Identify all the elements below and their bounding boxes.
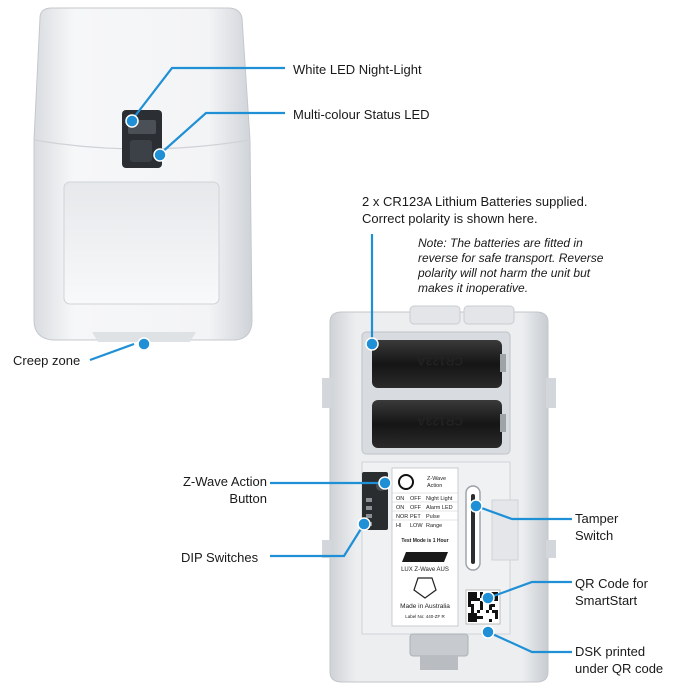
qr-module — [474, 598, 477, 601]
qr-module — [468, 613, 471, 616]
qr-module — [480, 616, 483, 619]
label-status-led: Multi-colour Status LED — [293, 107, 430, 122]
qr-module — [474, 592, 477, 595]
qr-module — [492, 604, 495, 607]
sticker-label-no: Label No: 440-ZF R — [405, 614, 445, 619]
sticker-brand-line: LUX Z-Wave AUS — [401, 567, 449, 573]
label-creep-zone: Creep zone — [13, 353, 81, 368]
sticker-action-2: Action — [427, 483, 442, 489]
sticker-row-left: ON — [396, 505, 404, 511]
qr-module — [480, 601, 483, 604]
battery-2: CR123A 3V — [372, 400, 506, 448]
label-qr-2: SmartStart — [575, 593, 638, 608]
label-zwave-2: Button — [229, 491, 267, 506]
qr-module — [471, 595, 474, 598]
battery-2-voltage: 3V — [395, 433, 404, 440]
label-zwave-1: Z-Wave Action — [182, 474, 267, 489]
qr-module — [468, 598, 471, 601]
qr-module — [474, 595, 477, 598]
note-line-2: reverse for safe transport. Reverse — [418, 251, 604, 265]
qr-module — [468, 601, 471, 604]
qr-module — [489, 607, 492, 610]
callout-dots — [125, 114, 495, 639]
sticker-test-mode: Test Mode is 1 Hour — [401, 538, 448, 544]
qr-module — [468, 616, 471, 619]
qr-module — [474, 613, 477, 616]
qr-module — [489, 619, 492, 622]
sticker-row-right: Pulse — [426, 514, 440, 520]
qr-module — [477, 598, 480, 601]
battery-1-voltage: 3V — [395, 373, 404, 380]
qr-module — [492, 610, 495, 613]
battery-1: CR123A 3V — [372, 340, 506, 388]
qr-module — [471, 613, 474, 616]
sticker-row-right: Night Light — [426, 496, 453, 502]
label-batteries-2: Correct polarity is shown here. — [362, 211, 538, 226]
qr-module — [471, 619, 474, 622]
qr-module — [468, 604, 471, 607]
qr-module — [495, 598, 498, 601]
qr-module — [471, 610, 474, 613]
battery-1-text: CR123A — [417, 354, 463, 368]
qr-module — [495, 613, 498, 616]
qr-module — [480, 607, 483, 610]
device-label-sticker — [391, 467, 459, 627]
sticker-action-1: Z-Wave — [427, 476, 446, 482]
qr-module — [474, 619, 477, 622]
qr-module — [492, 592, 495, 595]
qr-module — [495, 595, 498, 598]
sticker-row-left: ON — [396, 496, 404, 502]
qr-module — [471, 604, 474, 607]
qr-module — [474, 616, 477, 619]
sticker-row-left: HI — [396, 523, 402, 529]
label-night-light: White LED Night-Light — [293, 62, 422, 77]
note-line-1: Note: The batteries are fitted in — [418, 236, 583, 250]
qr-module — [471, 598, 474, 601]
sticker-made-in: Made in Australia — [400, 603, 450, 610]
qr-module — [468, 592, 471, 595]
label-dsk-1: DSK printed — [575, 644, 646, 659]
qr-module — [495, 610, 498, 613]
qr-module — [495, 592, 498, 595]
qr-module — [486, 610, 489, 613]
sticker-row-mid: PET — [410, 514, 421, 520]
label-dip-switches: DIP Switches — [181, 550, 259, 565]
qr-module — [477, 616, 480, 619]
sticker-row-mid: OFF — [410, 505, 422, 511]
qr-module — [480, 604, 483, 607]
pir-lens — [63, 181, 220, 305]
qr-module — [468, 619, 471, 622]
qr-module — [471, 592, 474, 595]
qr-module — [477, 610, 480, 613]
qr-module — [471, 616, 474, 619]
label-qr-1: QR Code for — [575, 576, 648, 591]
qr-module — [489, 604, 492, 607]
label-batteries-1: 2 x CR123A Lithium Batteries supplied. — [362, 194, 588, 209]
sticker-row-right: Alarm LED — [426, 505, 453, 511]
sticker-row-left: NOR — [396, 514, 408, 520]
callouts — [89, 66, 572, 654]
front-sensor — [33, 7, 253, 342]
qr-module — [480, 592, 483, 595]
sticker-row-mid: LOW — [410, 523, 423, 529]
qr-module — [471, 607, 474, 610]
sticker-row-right: Range — [426, 523, 442, 529]
label-dsk-2: under QR code — [575, 661, 664, 676]
note-line-4: makes it inoperative. — [418, 281, 529, 295]
qr-module — [468, 595, 471, 598]
note-line-3: polarity will not harm the unit but — [418, 266, 591, 280]
sticker-row-mid: OFF — [410, 496, 422, 502]
qr-module — [495, 616, 498, 619]
battery-2-text: CR123A — [417, 414, 463, 428]
label-tamper-1: Tamper — [575, 511, 619, 526]
label-tamper-2: Switch — [575, 528, 614, 543]
